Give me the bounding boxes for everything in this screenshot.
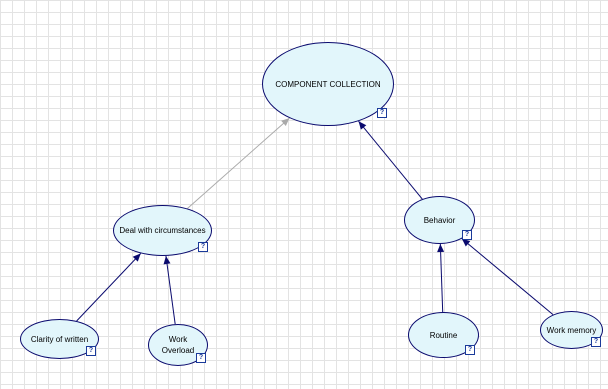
node-label: Routine (429, 330, 458, 340)
edge-routine-to-behavior (439, 243, 444, 313)
node-work-overload[interactable]: Work Overload ? (148, 324, 208, 366)
edge-overload-to-deal (165, 255, 176, 325)
edge-behavior-to-root (358, 120, 423, 200)
help-icon[interactable]: ? (377, 108, 387, 118)
arrowhead-routine-to-behavior (437, 243, 445, 253)
node-label: Deal with circumstances (119, 226, 206, 235)
edge-memory-to-behavior (461, 238, 554, 315)
help-icon[interactable]: ? (86, 346, 96, 356)
help-icon[interactable]: ? (196, 353, 206, 363)
node-routine[interactable]: Routine ? (408, 312, 479, 358)
node-clarity-of-written[interactable]: Clarity of written ? (20, 319, 99, 359)
help-icon[interactable]: ? (465, 345, 475, 355)
node-deal-with-circumstances[interactable]: Deal with circumstances ? (113, 205, 212, 256)
arrowhead-overload-to-deal (163, 255, 171, 265)
help-icon[interactable]: ? (462, 230, 472, 240)
node-label: Work memory (546, 325, 597, 335)
node-label: Work Overload (161, 335, 195, 355)
node-behavior[interactable]: Behavior ? (404, 196, 475, 244)
help-icon[interactable]: ? (591, 337, 601, 347)
edge-deal-to-root (187, 117, 290, 209)
help-icon[interactable]: ? (198, 242, 208, 252)
edge-clarity-to-deal (76, 253, 142, 322)
arrowhead-deal-to-root (281, 118, 290, 127)
node-label: COMPONENT COLLECTION (275, 79, 381, 89)
node-label: Clarity of written (30, 334, 89, 344)
arrowhead-clarity-to-deal (132, 253, 141, 262)
node-work-memory[interactable]: Work memory ? (540, 311, 603, 349)
node-label: Behavior (423, 215, 456, 225)
node-component-collection[interactable]: COMPONENT COLLECTION ? (262, 42, 394, 126)
arrowhead-behavior-to-root (358, 121, 367, 130)
arrowhead-memory-to-behavior (461, 238, 471, 247)
